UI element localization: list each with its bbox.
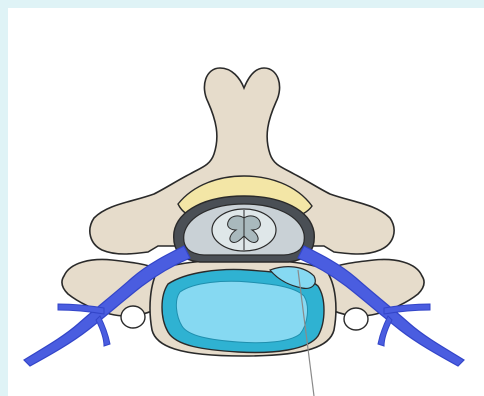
right-transverse-foramen (344, 308, 368, 330)
figure-frame (8, 8, 484, 396)
nucleus-pulposus (176, 281, 307, 342)
vertebra-illustration (8, 8, 484, 396)
spinal-canal (174, 196, 315, 262)
left-nerve-branch-lower (96, 316, 110, 346)
left-transverse-foramen (121, 306, 145, 328)
right-nerve-branch-lower (378, 316, 392, 346)
